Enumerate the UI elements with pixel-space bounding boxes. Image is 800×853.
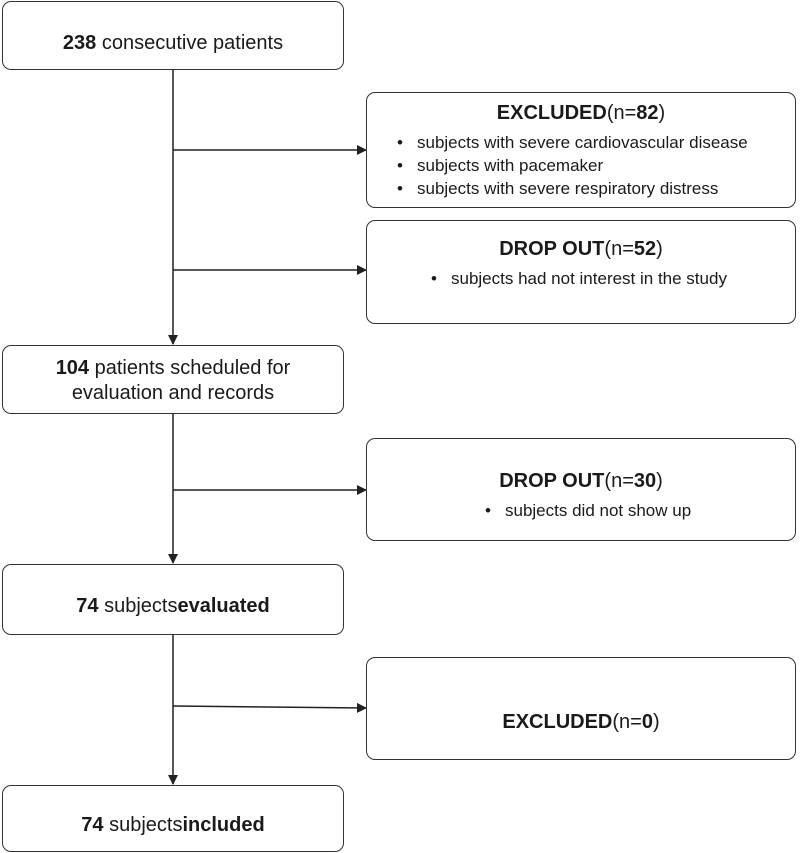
dropout-1-n-prefix: (n= <box>604 238 634 260</box>
start-count: 238 <box>62 32 97 54</box>
dropout-1-n-value: 52 <box>633 238 657 260</box>
excluded-box-1: EXCLUDED(n=82) subjects with severe card… <box>366 92 796 208</box>
included-text: 74 subjectsincluded <box>3 813 343 838</box>
scheduled-text: 104 patients scheduled for evaluation an… <box>3 356 343 406</box>
evaluated-label: subjects <box>104 595 178 617</box>
excluded-2-heading: EXCLUDED(n=0) <box>367 710 795 734</box>
start-label: consecutive patients <box>101 32 284 54</box>
dropout-2-n-prefix: (n= <box>604 470 634 492</box>
scheduled-label-line2: evaluation and records <box>71 382 275 404</box>
dropout-1-list: subjects had not interest in the study <box>429 267 795 290</box>
excluded-2-n-prefix: (n= <box>612 711 642 733</box>
dropout-2-list: subjects did not show up <box>483 499 795 522</box>
evaluated-box: 74 subjectsevaluated <box>2 564 344 635</box>
list-item: subjects did not show up <box>483 499 795 522</box>
excluded-2-title: EXCLUDED <box>502 711 613 733</box>
included-label: subjects <box>109 814 183 836</box>
dropout-2-n-value: 30 <box>633 470 657 492</box>
scheduled-count: 104 <box>55 357 90 379</box>
excluded-1-title: EXCLUDED <box>496 102 607 124</box>
excluded-1-list: subjects with severe cardiovascular dise… <box>395 131 795 200</box>
dropout-1-title: DROP OUT <box>499 238 605 260</box>
dropout-2-heading: DROP OUT(n=30) <box>367 469 795 493</box>
list-item: subjects had not interest in the study <box>429 267 795 290</box>
included-count: 74 <box>81 814 104 836</box>
evaluated-text: 74 subjectsevaluated <box>3 594 343 619</box>
dropout-box-1: DROP OUT(n=52) subjects had not interest… <box>366 220 796 324</box>
dropout-2-n-suffix: ) <box>656 470 663 492</box>
arrow-to-excluded-2 <box>172 702 367 713</box>
evaluated-count: 74 <box>76 595 99 617</box>
scheduled-label-line1: patients scheduled for <box>94 357 291 379</box>
dropout-1-heading: DROP OUT(n=52) <box>367 237 795 261</box>
scheduled-box: 104 patients scheduled for evaluation an… <box>2 345 344 414</box>
list-item: subjects with pacemaker <box>395 154 795 177</box>
excluded-1-heading: EXCLUDED(n=82) <box>367 101 795 125</box>
included-box: 74 subjectsincluded <box>2 785 344 852</box>
excluded-1-n-suffix: ) <box>658 102 666 124</box>
dropout-box-2: DROP OUT(n=30) subjects did not show up <box>366 438 796 541</box>
evaluated-label-bold: evaluated <box>177 595 270 617</box>
start-text: 238 consecutive patients <box>3 31 343 56</box>
dropout-1-n-suffix: ) <box>656 238 663 260</box>
excluded-1-n-value: 82 <box>636 102 659 124</box>
dropout-2-title: DROP OUT <box>499 470 605 492</box>
excluded-box-2: EXCLUDED(n=0) <box>366 657 796 760</box>
start-box: 238 consecutive patients <box>2 1 344 70</box>
excluded-1-n-prefix: (n= <box>606 102 637 124</box>
included-label-bold: included <box>182 814 265 836</box>
list-item: subjects with severe respiratory distres… <box>395 177 795 200</box>
excluded-2-n-suffix: ) <box>652 711 660 733</box>
list-item: subjects with severe cardiovascular dise… <box>395 131 795 154</box>
excluded-2-n-value: 0 <box>641 711 653 733</box>
